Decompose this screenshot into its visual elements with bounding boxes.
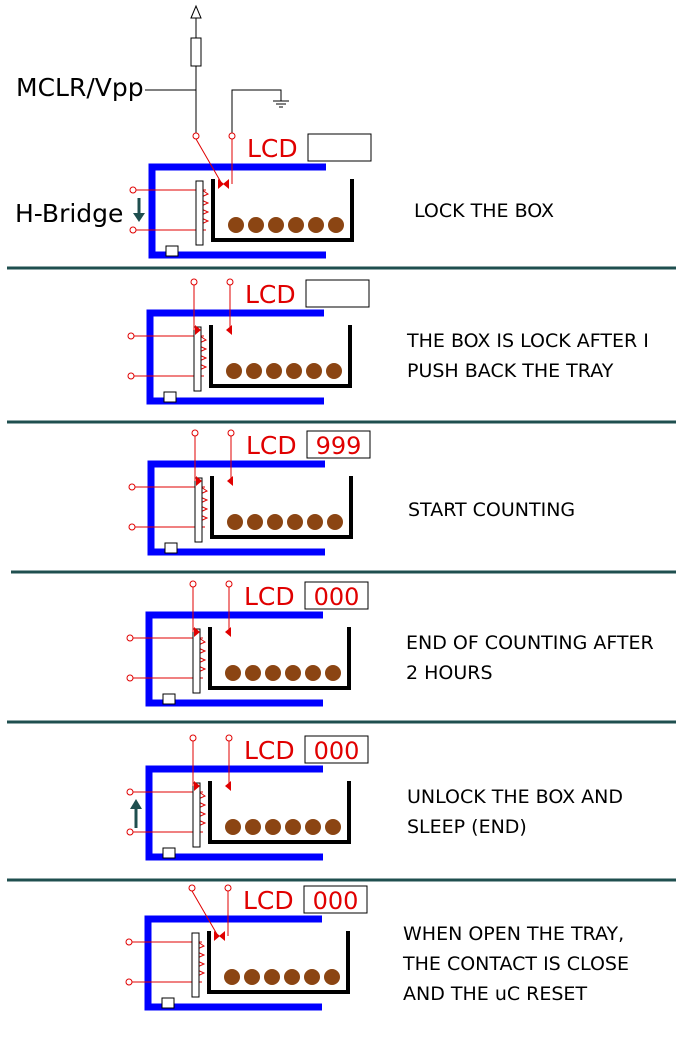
lcd-display xyxy=(307,133,372,162)
box-housing xyxy=(147,460,325,556)
lcd-label: LCD xyxy=(247,134,298,163)
lcd-value: 000 xyxy=(314,737,360,765)
ball xyxy=(245,819,261,835)
box-housing xyxy=(145,765,323,861)
panel-description-line: START COUNTING xyxy=(408,499,575,521)
lcd-display xyxy=(303,885,368,914)
ball xyxy=(324,969,340,985)
pullup-resistor xyxy=(190,37,202,67)
ball xyxy=(244,969,260,985)
panel-description-line: WHEN OPEN THE TRAY, xyxy=(403,923,624,945)
ball xyxy=(285,665,301,681)
arrow-down-icon xyxy=(133,198,145,222)
box-housing xyxy=(148,163,326,259)
panel-description-line: THE BOX IS LOCK AFTER I xyxy=(406,330,649,352)
panel-description-line: 2 HOURS xyxy=(406,662,493,684)
box-housing xyxy=(145,611,323,707)
panel-description-line: UNLOCK THE BOX AND xyxy=(407,786,623,808)
ball xyxy=(245,665,261,681)
panel-description-line: SLEEP (END) xyxy=(407,816,527,838)
tray xyxy=(210,476,353,539)
ball xyxy=(264,969,280,985)
ball xyxy=(307,514,323,530)
panel-description-line: END OF COUNTING AFTER xyxy=(406,632,654,654)
lcd-label: LCD xyxy=(244,736,295,765)
ball xyxy=(227,514,243,530)
lcd-display xyxy=(305,279,370,308)
ball xyxy=(305,665,321,681)
top-circuit: MCLR/Vpp xyxy=(16,4,289,134)
ball xyxy=(285,819,301,835)
tray xyxy=(211,179,354,242)
ball xyxy=(306,363,322,379)
ball xyxy=(327,514,343,530)
ball xyxy=(267,514,283,530)
ball xyxy=(248,217,264,233)
tray xyxy=(209,325,352,388)
panel-description-line: LOCK THE BOX xyxy=(414,200,554,222)
arrow-up-icon xyxy=(130,799,142,828)
lcd-label: LCD xyxy=(244,582,295,611)
ball xyxy=(225,819,241,835)
ball xyxy=(228,217,244,233)
panel-description-line: PUSH BACK THE TRAY xyxy=(407,360,614,382)
box-housing xyxy=(146,309,324,405)
ball xyxy=(224,969,240,985)
ball xyxy=(266,363,282,379)
ball xyxy=(304,969,320,985)
lcd-label: LCD xyxy=(246,431,297,460)
box-housing xyxy=(144,915,322,1011)
panel-1: LCD LOCK THE BOX xyxy=(129,132,554,259)
tray xyxy=(207,931,350,994)
ball xyxy=(226,363,242,379)
ground-icon xyxy=(273,100,289,108)
ball xyxy=(286,363,302,379)
vpp-arrow-icon xyxy=(190,4,202,19)
latch-bar xyxy=(191,932,200,998)
ball xyxy=(247,514,263,530)
ball xyxy=(225,665,241,681)
hbridge-label: H-Bridge xyxy=(15,199,123,228)
ball xyxy=(268,217,284,233)
ball xyxy=(326,363,342,379)
mclr-label: MCLR/Vpp xyxy=(16,73,144,102)
latch-bar xyxy=(195,180,204,246)
lcd-value: 000 xyxy=(314,583,360,611)
lcd-display xyxy=(304,735,369,764)
tray xyxy=(208,627,351,690)
ball xyxy=(287,514,303,530)
lcd-value: 999 xyxy=(316,432,362,460)
panel-description-line: AND THE uC RESET xyxy=(403,983,587,1005)
ball xyxy=(328,217,344,233)
latch-bar xyxy=(192,782,201,848)
ball xyxy=(246,363,262,379)
lcd-display xyxy=(306,430,371,459)
ball xyxy=(265,665,281,681)
ball xyxy=(325,819,341,835)
ball xyxy=(288,217,304,233)
panels: LCD LOCK THE BOX LCD THE BOX IS LOCK AFTER … xyxy=(7,132,676,1011)
panel-2: LCD THE BOX IS LOCK AFTER I PUSH BACK THE … xyxy=(127,278,649,405)
ball xyxy=(325,665,341,681)
latch-bar xyxy=(193,326,202,392)
ball xyxy=(308,217,324,233)
ball xyxy=(265,819,281,835)
lcd-label: LCD xyxy=(245,280,296,309)
latch-bar xyxy=(192,628,201,694)
lcd-display xyxy=(304,581,369,610)
panel-description-line: THE CONTACT IS CLOSE xyxy=(402,953,629,975)
tray xyxy=(208,781,351,844)
ball xyxy=(305,819,321,835)
lcd-value: 000 xyxy=(313,887,359,915)
ball xyxy=(284,969,300,985)
lcd-label: LCD xyxy=(243,886,294,915)
latch-bar xyxy=(194,477,203,543)
